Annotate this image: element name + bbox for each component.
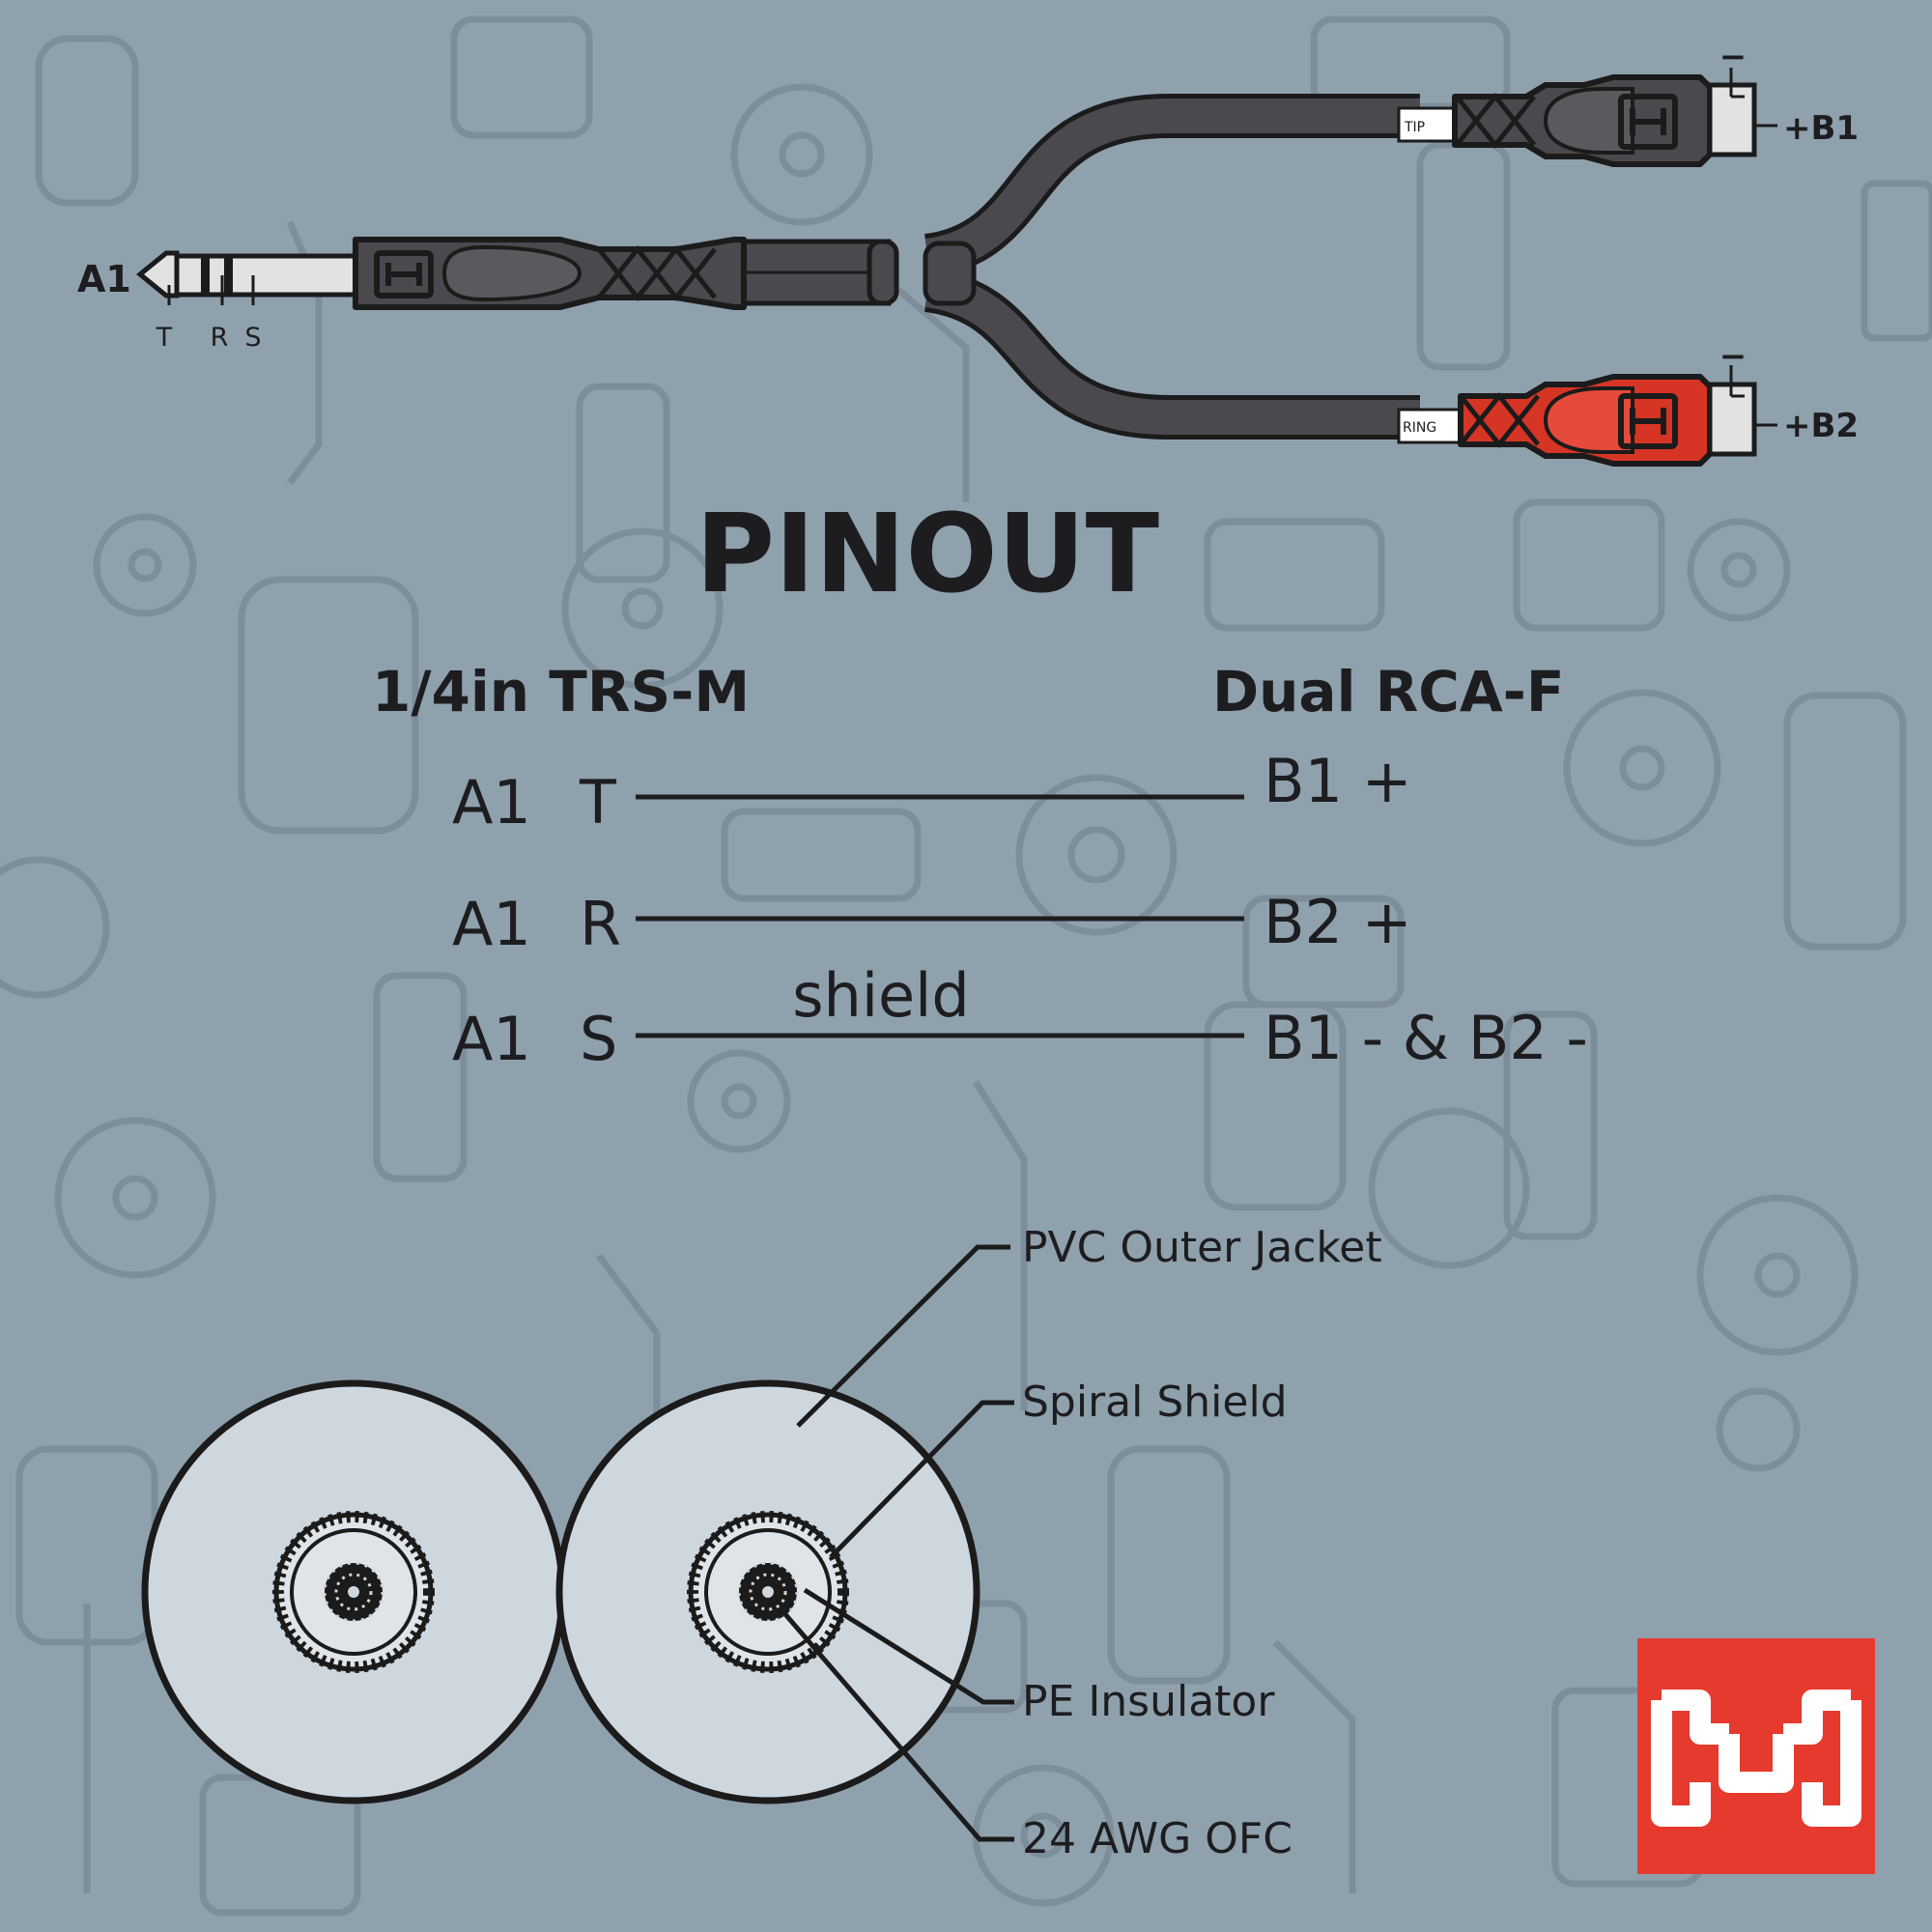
pin-left-connector: A1 [452,1004,531,1074]
pin-left-contact: R [580,889,621,959]
trs-plug [136,237,747,310]
tip-tag: TIP [1404,120,1425,135]
leader-pvc-jacket [796,1244,1010,1428]
right-connector-header: Dual RCA-F [1212,659,1564,724]
b1-minus-label: − [1719,38,1747,76]
cable-cross-section: PVC Outer Jacket Spiral Shield PE Insula… [141,1223,1382,1863]
b2-end-label: +B2 [1783,407,1859,445]
left-connector-header: 1/4in TRS-M [372,659,750,724]
trs-label-t: T [156,323,173,353]
b2-minus-label: − [1719,337,1747,376]
hosa-logo-emboss-left [374,250,434,298]
conductor-a [272,1511,435,1673]
pin-left-connector: A1 [452,767,531,838]
pin-right-contact: B1 + [1264,746,1412,816]
label-24-awg-ofc: 24 AWG OFC [1022,1814,1293,1863]
rca-plug-b2: RING [1397,365,1777,467]
leader-ofc-conductor [782,1611,1014,1842]
pinout-row: A1 R B2 + [452,887,1412,959]
cable-cut-right [923,241,977,306]
cable-cut-left [867,239,899,306]
hosa-logo [1637,1638,1875,1874]
ring-tag: RING [1403,420,1436,436]
pinout-row: A1 T B1 + [452,746,1412,838]
a1-end-label: A1 [77,258,131,300]
label-pe-insulator: PE Insulator [1022,1677,1275,1726]
rca-plug-b1: TIP [1397,68,1777,167]
trs-label-r: R [211,323,229,353]
pin-right-contact: B1 - & B2 - [1264,1003,1588,1073]
leader-spiral-shield [829,1400,1014,1559]
pin-left-contact: S [580,1004,617,1074]
conductor-b [687,1511,849,1673]
shield-label: shield [792,960,970,1031]
label-spiral-shield: Spiral Shield [1022,1378,1288,1427]
label-pvc-outer-jacket: PVC Outer Jacket [1022,1223,1382,1272]
trs-label-s: S [244,323,261,353]
leader-pe-insulator [803,1587,1014,1705]
pin-right-contact: B2 + [1264,887,1412,957]
page-title: PINOUT [696,492,1159,617]
pin-left-contact: T [579,767,617,838]
y-cable-illustration: A1 T R S TIP [77,38,1859,467]
pin-left-connector: A1 [452,889,531,959]
pinout-row: A1 S B1 - & B2 - [452,1003,1588,1074]
b1-end-label: +B1 [1783,109,1859,148]
